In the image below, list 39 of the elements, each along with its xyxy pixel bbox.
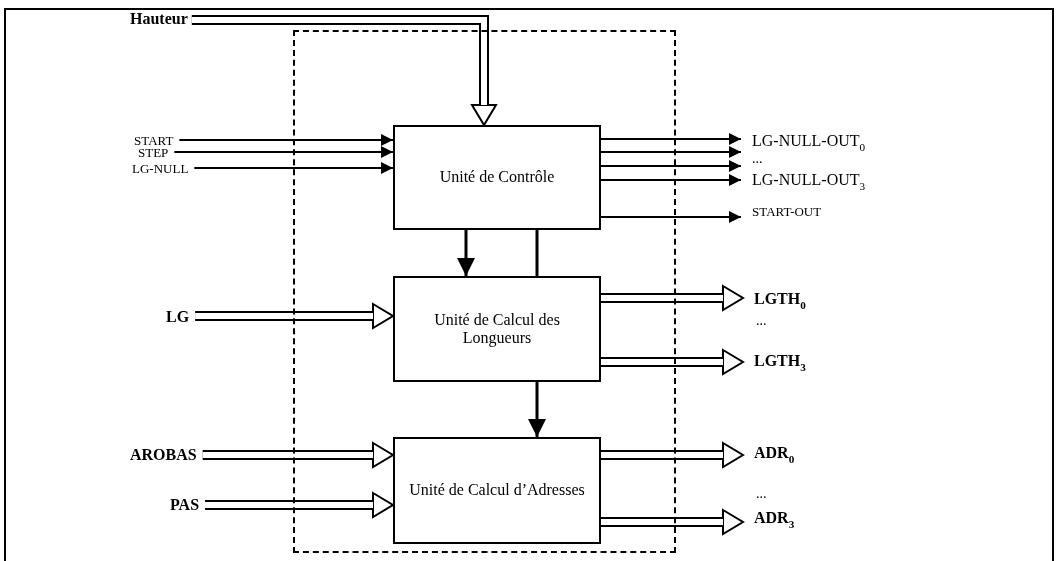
signal-label: START-OUT: [752, 205, 822, 218]
signal-label: LG-NULL-OUT$_{3}$: [752, 172, 866, 188]
bus-arrow: [601, 349, 744, 375]
signal-label: LGTH$_{0}$: [754, 291, 806, 307]
bus-arrow: [202, 442, 394, 468]
bus-arrow: [195, 303, 394, 329]
dashed-boundary: [293, 30, 676, 553]
bus-arrow: [601, 509, 744, 535]
bus-arrow: [601, 285, 744, 311]
signal-label: ADR$_{0}$: [754, 445, 795, 461]
arrow: [600, 174, 742, 186]
arrow: [193, 162, 394, 174]
signal-label: AROBAS: [130, 447, 197, 463]
signal-label: Hauteur: [130, 11, 188, 27]
arrow: [600, 160, 742, 172]
process-box: Unité de Calcul des Longueurs: [393, 276, 601, 382]
bus-arrow: [191, 15, 497, 126]
signal-label: LG: [166, 309, 190, 325]
ellipsis-label: ...: [756, 487, 767, 501]
arrow: [457, 230, 475, 276]
signal-label: LGTH$_{3}$: [754, 353, 806, 369]
arrow: [173, 146, 394, 158]
ellipsis-label: ...: [756, 314, 767, 328]
ellipsis-label: ...: [752, 152, 763, 166]
arrow: [528, 382, 546, 437]
arrow: [178, 134, 394, 146]
arrow: [600, 211, 742, 223]
arrow: [600, 146, 742, 158]
bus-arrow: [601, 442, 744, 468]
signal-label: STEP: [138, 146, 169, 159]
signal-label: LG-NULL: [132, 162, 189, 175]
bus-arrow: [205, 492, 394, 518]
arrow: [600, 133, 742, 145]
signal-label: ADR$_{3}$: [754, 510, 795, 526]
process-box: Unité de Contrôle: [393, 125, 601, 230]
signal-label: PAS: [170, 497, 200, 513]
process-box: Unité de Calcul d’Adresses: [393, 437, 601, 544]
signal-label: LG-NULL-OUT$_{0}$: [752, 133, 866, 149]
signal-label: START: [134, 134, 174, 147]
